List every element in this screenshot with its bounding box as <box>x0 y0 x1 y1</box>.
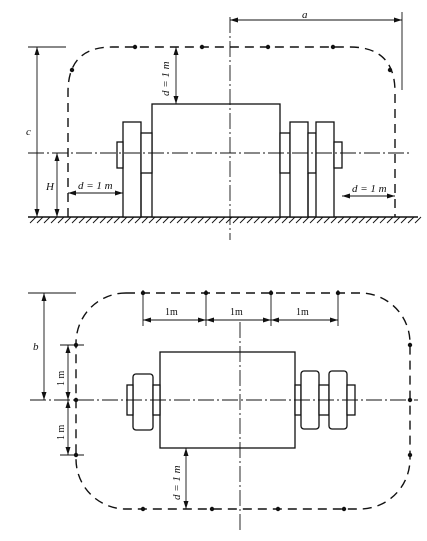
label-H: H <box>45 181 55 193</box>
measurement-surface-outline <box>67 46 396 217</box>
right-flange-1 <box>289 121 309 218</box>
label-d-top: d = 1 m <box>160 61 172 96</box>
elevation-view <box>28 12 422 240</box>
label-d-right: d = 1 m <box>352 183 387 195</box>
label-d-left: d = 1 m <box>78 180 113 192</box>
label-1m-top-1: 1m <box>165 307 178 318</box>
right-flange-2 <box>315 121 335 218</box>
measurement-points-elevation <box>69 44 393 73</box>
left-coupling-flange <box>122 121 142 218</box>
label-d-bottom: d = 1 m <box>171 465 183 500</box>
plan-view <box>28 290 418 530</box>
machine-body <box>151 103 281 218</box>
label-1m-top-2: 1m <box>230 307 243 318</box>
left-coupling-plan <box>132 373 154 431</box>
label-1m-side-lower: 1 m <box>56 425 67 441</box>
left-shaft-cap <box>116 141 124 169</box>
right-shaft-cap <box>333 141 343 169</box>
label-1m-top-3: 1m <box>296 307 309 318</box>
label-b: b <box>33 341 39 353</box>
label-1m-side-upper: 1 m <box>56 371 67 387</box>
ground-hatching <box>29 216 422 224</box>
label-c: c <box>26 126 31 138</box>
label-a: a <box>302 9 308 21</box>
